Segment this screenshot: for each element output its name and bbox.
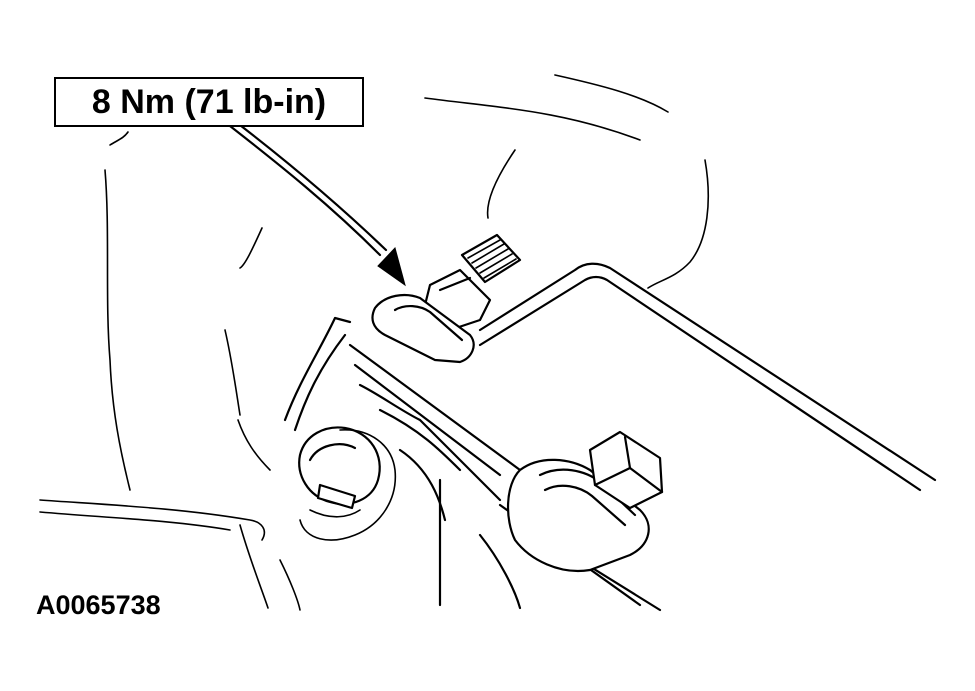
arrowhead-icon bbox=[377, 247, 406, 287]
lower-bolt-bushing bbox=[506, 430, 664, 573]
callout-leader bbox=[228, 120, 406, 287]
upper-stud-nut bbox=[371, 233, 522, 364]
torque-spec-label: 8 Nm (71 lb-in) bbox=[54, 77, 364, 127]
sensor-connector bbox=[298, 426, 397, 541]
mounting-plate bbox=[478, 262, 937, 492]
figure-id-label: A0065738 bbox=[36, 590, 161, 620]
background-outline bbox=[39, 74, 710, 541]
